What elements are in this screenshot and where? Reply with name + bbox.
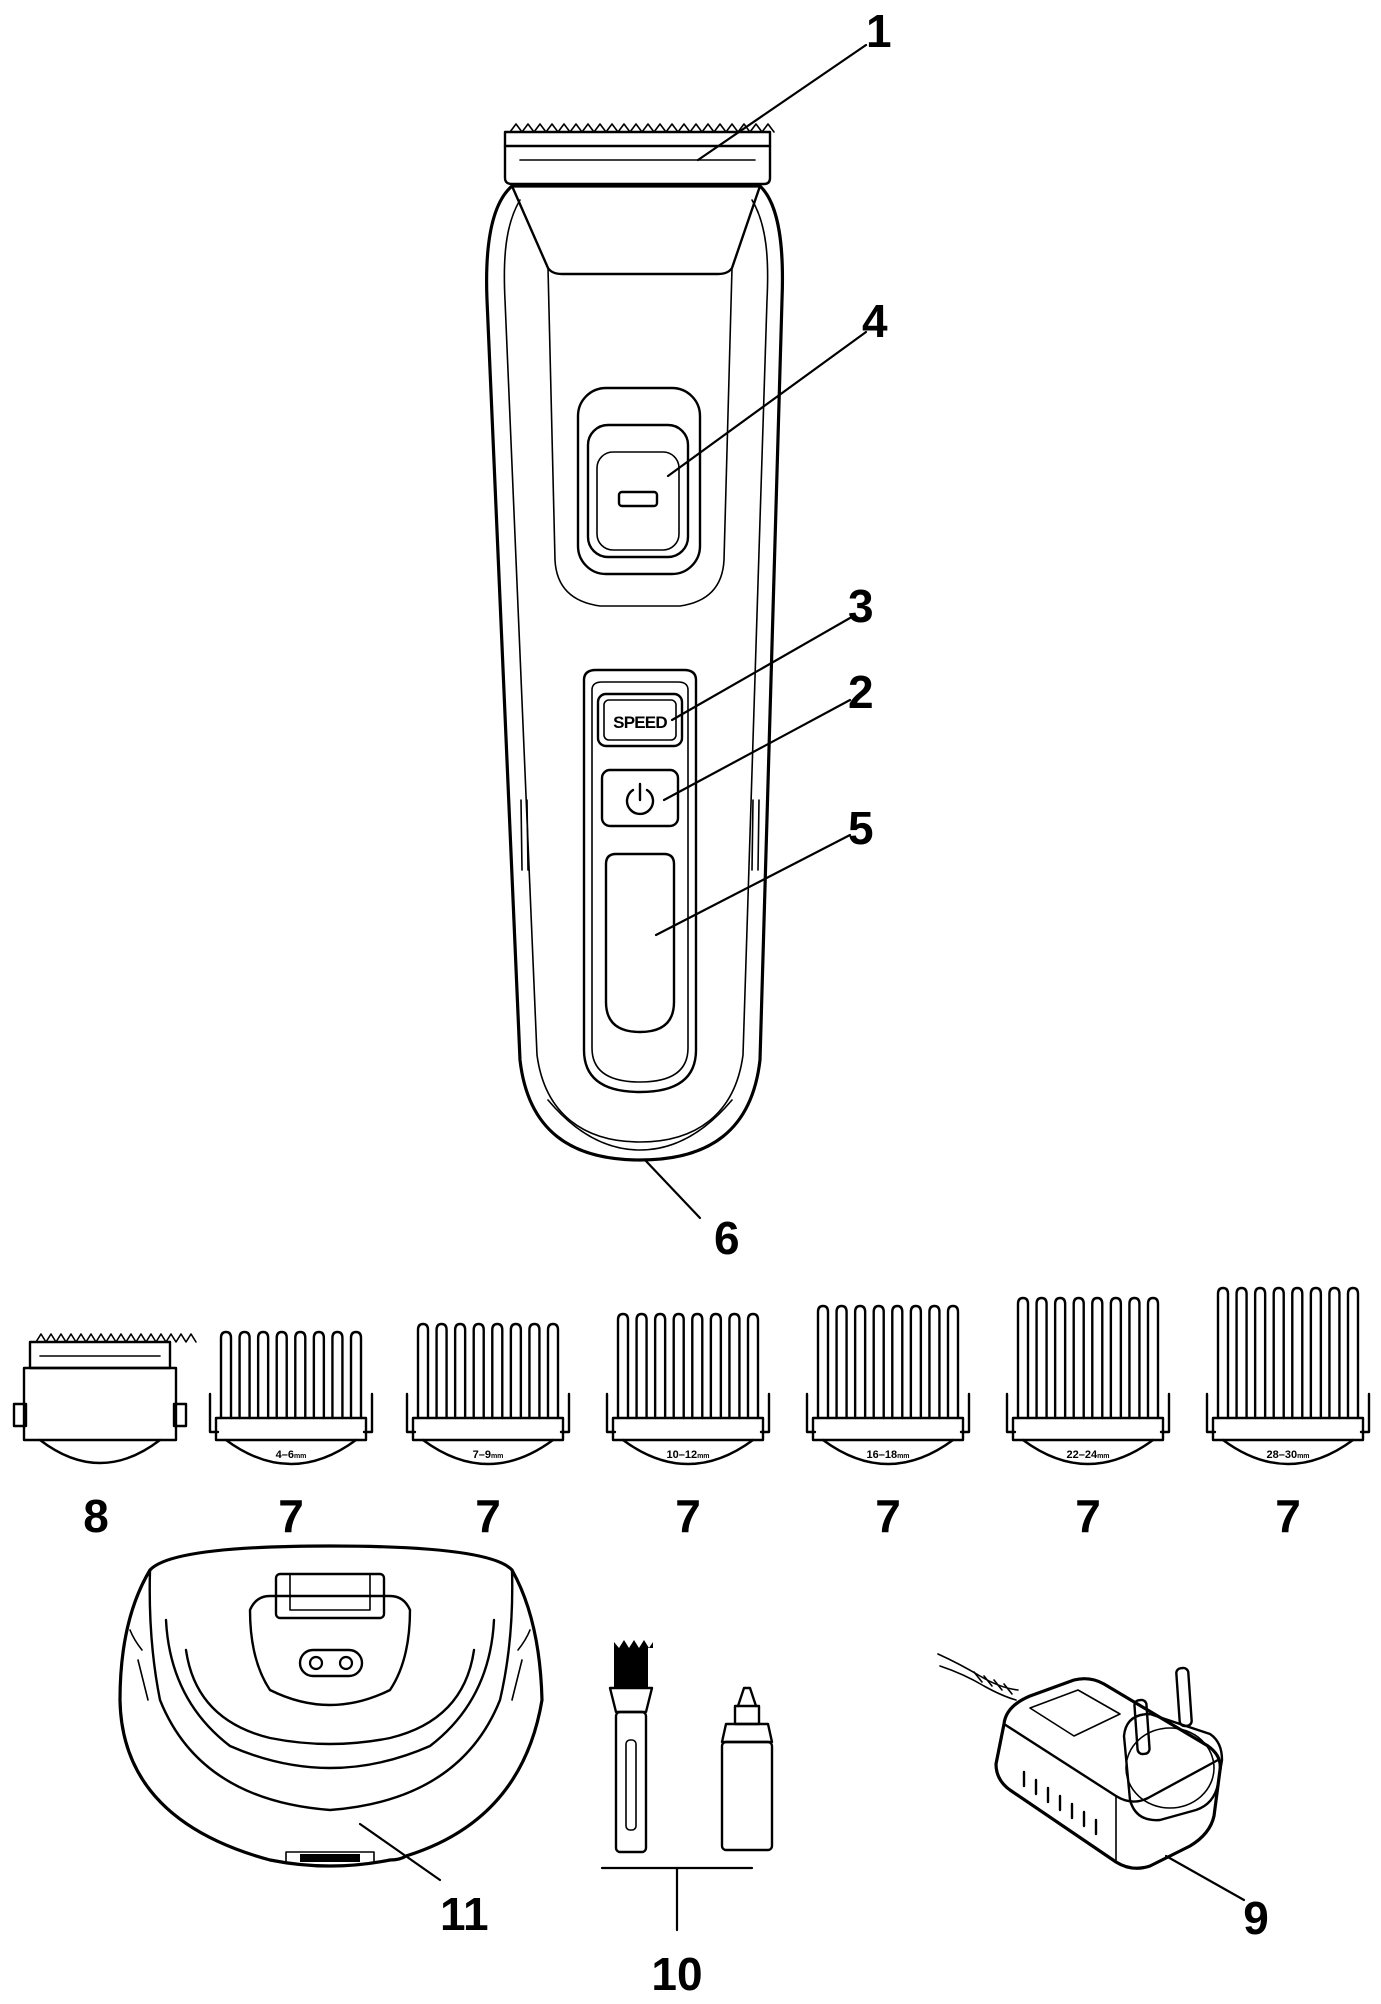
power-icon [625,782,655,816]
guide-combs: 4–6mm77–9mm710–12mm716–18mm722–24mm728–3… [208,1286,1371,1542]
guide-comb-1: 4–6mm 7 [208,1330,374,1542]
callout-power-button: 2 [848,666,874,718]
comb-size-unit: mm [897,1453,909,1460]
callout-comb-3: 7 [675,1490,701,1542]
callout-indicator: 5 [848,802,874,854]
side-grip [520,799,760,871]
callout-charging-port: 6 [714,1212,740,1264]
comb-size-unit: mm [491,1453,503,1460]
speed-button[interactable]: SPEED [596,692,684,748]
guide-comb-5: 22–24mm 7 [1005,1296,1171,1542]
comb-size-label-3: 10–12mm [666,1449,709,1461]
comb-size-unit: mm [1097,1453,1109,1460]
comb-size-label-2: 7–9mm [473,1449,504,1461]
callout-adapter: 9 [1243,1892,1269,1944]
cleaning-brush [608,1640,654,1854]
callout-comb-1: 7 [278,1490,304,1542]
callout-length-adjuster: 4 [862,295,888,347]
blade [503,123,775,186]
callout-comb-5: 7 [1075,1490,1101,1542]
callout-comb-4: 7 [875,1490,901,1542]
plug-pins [1133,1666,1193,1756]
guide-comb-3: 10–12mm 7 [605,1312,771,1542]
callout-speed-button: 3 [848,580,874,632]
clipper-body [485,184,785,1162]
comb-size-label-5: 22–24mm [1066,1449,1109,1461]
guide-comb-6: 28–30mm 7 [1205,1286,1371,1542]
comb-size-label-4: 16–18mm [866,1449,909,1461]
hair-clipper: SPEED [485,123,785,1162]
charging-connector [298,1648,364,1678]
guide-comb-4: 16–18mm 7 [805,1304,971,1542]
power-button[interactable] [600,768,680,828]
callout-lines-top [643,43,868,1220]
callout-comb-2: 7 [475,1490,501,1542]
control-panel: SPEED [582,668,698,1094]
adjuster-slot [617,490,659,508]
indicator-window [604,852,676,1034]
comb-size-label-6: 28–30mm [1266,1449,1309,1461]
callout-comb-6: 7 [1275,1490,1301,1542]
speed-button-label: SPEED [613,713,667,732]
comb-size-label-1: 4–6mm [276,1449,307,1461]
callout-trimmer-head: 8 [83,1490,109,1542]
comb-size-unit: mm [1297,1453,1309,1460]
callout-blade: 1 [866,5,892,57]
power-adapter [937,1653,1224,1870]
oil-bottle [720,1686,774,1852]
comb-size-unit: mm [697,1453,709,1460]
charging-stand [118,1544,544,1868]
comb-size-unit: mm [294,1453,306,1460]
callout-accessories: 10 [651,1948,702,2000]
callout-charging-stand: 11 [440,1888,489,1940]
length-adjuster[interactable] [576,386,702,576]
trimmer-head [12,1333,197,1465]
guide-comb-2: 7–9mm 7 [405,1322,571,1542]
